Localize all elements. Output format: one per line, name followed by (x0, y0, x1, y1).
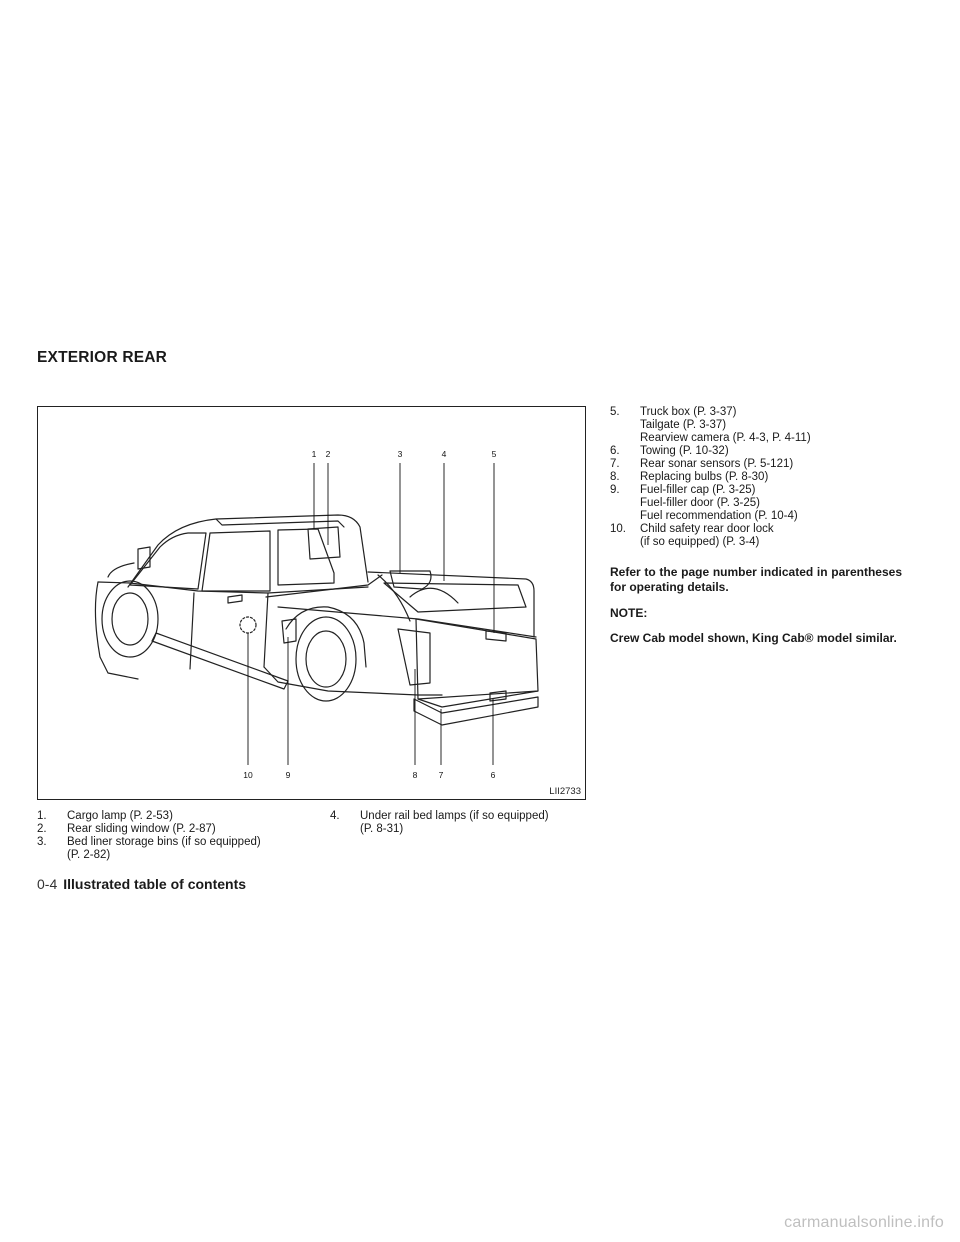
figure-id: LII2733 (549, 786, 581, 797)
item-text: Under rail bed lamps (if so equipped) (360, 810, 549, 822)
list-item: 10. Child safety rear door lock (if so e… (610, 523, 910, 549)
item-text-cont: Rearview camera (P. 4-3, P. 4-11) (640, 432, 811, 444)
list-item: 8. Replacing bulbs (P. 8-30) (610, 471, 910, 484)
callout-2: 2 (326, 449, 331, 459)
item-list-col2: 4. Under rail bed lamps (if so equipped)… (330, 810, 600, 836)
callout-4: 4 (442, 449, 447, 459)
item-number: 9. (610, 484, 620, 496)
item-list-col1: 1. Cargo lamp (P. 2-53) 2. Rear sliding … (37, 810, 307, 862)
list-item: 2. Rear sliding window (P. 2-87) (37, 823, 307, 836)
item-text: Truck box (P. 3-37) (640, 406, 737, 418)
item-text-cont: Tailgate (P. 3-37) (640, 419, 727, 431)
callout-3: 3 (398, 449, 403, 459)
list-item: 1. Cargo lamp (P. 2-53) (37, 810, 307, 823)
item-text-cont: (if so equipped) (P. 3-4) (640, 536, 760, 548)
truck-rear-illustration: 1 2 3 4 5 6 7 8 9 10 LII2733 (37, 406, 586, 800)
callout-5: 5 (492, 449, 497, 459)
item-text: Rear sonar sensors (P. 5-121) (640, 458, 794, 470)
callout-1: 1 (312, 449, 317, 459)
item-number: 5. (610, 406, 620, 418)
list-item: 6. Towing (P. 10-32) (610, 445, 910, 458)
item-number: 4. (330, 810, 340, 822)
item-text: Rear sliding window (P. 2-87) (67, 823, 216, 835)
item-text: Bed liner storage bins (if so equipped) (67, 836, 261, 848)
item-text: Child safety rear door lock (640, 523, 774, 535)
item-text-cont: (P. 8-31) (360, 823, 404, 835)
item-number: 7. (610, 458, 620, 470)
watermark: carmanualsonline.info (784, 1214, 944, 1231)
list-item: 5. Truck box (P. 3-37) Tailgate (P. 3-37… (610, 406, 910, 445)
callout-10: 10 (243, 770, 253, 780)
callout-8: 8 (413, 770, 418, 780)
item-number: 2. (37, 823, 47, 835)
note-label: NOTE: (610, 606, 648, 620)
item-text: Towing (P. 10-32) (640, 445, 729, 457)
list-item: 9. Fuel-filler cap (P. 3-25) Fuel-filler… (610, 484, 910, 523)
item-number: 8. (610, 471, 620, 483)
item-number: 10. (610, 523, 626, 535)
item-text: Replacing bulbs (P. 8-30) (640, 471, 769, 483)
item-list-col3: 5. Truck box (P. 3-37) Tailgate (P. 3-37… (610, 406, 910, 549)
page-number: 0-4 (37, 876, 58, 892)
item-text: Fuel-filler cap (P. 3-25) (640, 484, 756, 496)
page-footer: 0-4 Illustrated table of contents (37, 876, 246, 892)
item-text-cont: Fuel recommendation (P. 10-4) (640, 510, 798, 522)
callout-6: 6 (491, 770, 496, 780)
item-number: 6. (610, 445, 620, 457)
item-text: Cargo lamp (P. 2-53) (67, 810, 173, 822)
item-text-cont: Fuel-filler door (P. 3-25) (640, 497, 760, 509)
truck-drawing: 1 2 3 4 5 6 7 8 9 10 (94, 449, 539, 780)
list-item: 3. Bed liner storage bins (if so equippe… (37, 836, 307, 862)
list-item: 7. Rear sonar sensors (P. 5-121) (610, 458, 910, 471)
note-body: Crew Cab model shown, King Cab® model si… (610, 631, 897, 645)
footer-title: Illustrated table of contents (63, 876, 247, 892)
item-number: 1. (37, 810, 47, 822)
refer-note: Refer to the page number indicated in pa… (610, 565, 902, 594)
callout-7: 7 (439, 770, 444, 780)
item-text-cont: (P. 2-82) (67, 849, 111, 861)
callout-9: 9 (286, 770, 291, 780)
item-number: 3. (37, 836, 47, 848)
section-title: EXTERIOR REAR (37, 349, 168, 366)
list-item: 4. Under rail bed lamps (if so equipped)… (330, 810, 600, 836)
